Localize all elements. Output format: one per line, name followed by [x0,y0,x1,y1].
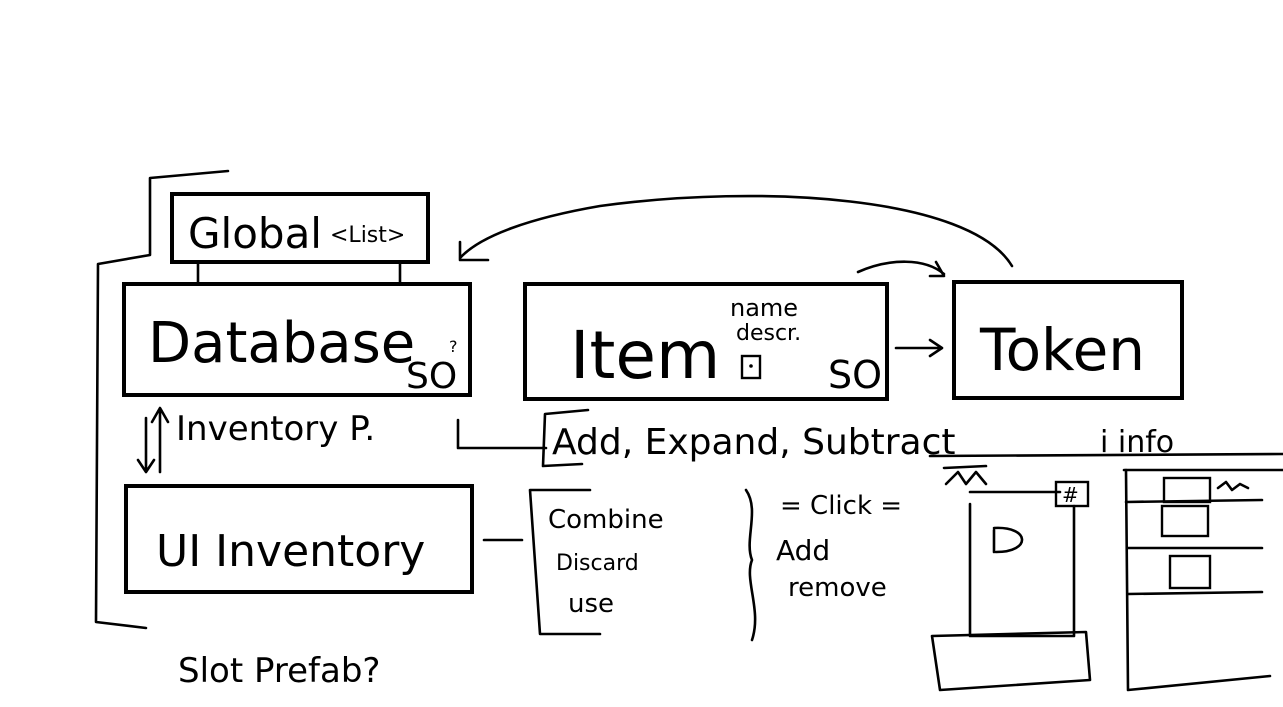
svg-text:#: # [1062,483,1079,507]
ui-action-use: use [568,589,614,619]
ui-action-discard: Discard [556,551,639,576]
slot-action-click: = Click = [780,491,902,521]
slot-action-remove: remove [788,573,887,603]
outer-bracket [94,169,230,630]
item-actions-bracket [541,408,590,468]
global-label: Global [188,209,322,258]
ui-action-combine: Combine [548,505,664,535]
item-so-tag: SO [828,353,882,397]
item-box: Item name descr. SO [523,282,889,401]
global-list-label: <List> [330,223,405,248]
info-panel-sketch [1122,468,1283,692]
item-label: Item [570,317,720,394]
database-label: Database [148,311,415,376]
slot-prefab-label: Slot Prefab? [178,651,380,691]
item-token-arrow [894,338,944,358]
global-box: Global <List> [170,192,430,264]
slot-mockup-sketch: # [930,464,1092,692]
token-top-arrow [856,260,946,278]
database-so-tag: SO [406,356,457,397]
item-actions-underline [928,452,1283,458]
slot-actions-brace [744,488,757,642]
database-box: Database SO ? [122,282,472,397]
ui-inventory-label: UI Inventory [156,526,425,577]
info-label: i info [1100,425,1174,460]
slot-action-add: Add [776,534,830,567]
database-question-mark: ? [449,337,458,356]
db-ui-arrow-up [150,406,170,474]
item-field-name: name [730,294,798,322]
inventory-p-label: Inventory P. [176,409,375,449]
token-box: Token [952,280,1184,400]
item-icon-placeholder [740,354,762,380]
db-ui-arrow-down [136,416,156,474]
ui-inventory-box: UI Inventory [124,484,474,594]
item-field-descr: descr. [736,321,801,346]
item-actions-label: Add, Expand, Subtract [552,422,956,463]
token-global-arc [458,194,1014,268]
database-actions-connector [456,418,548,450]
token-label: Token [979,316,1145,384]
ui-actions-bracket [528,488,602,636]
